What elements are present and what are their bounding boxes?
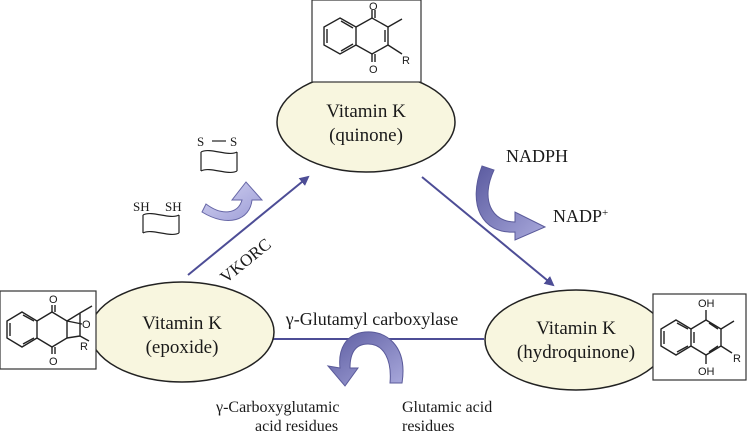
nadph-label: NADPH: [506, 146, 568, 166]
epoxide-label-line1: Vitamin K: [142, 313, 222, 334]
oval-hydroquinone: [484, 289, 668, 391]
s-left: S: [197, 134, 204, 149]
s-right: S: [230, 134, 237, 149]
quinone-o-bottom: O: [369, 64, 378, 76]
quinone-r: R: [402, 55, 410, 67]
disulfide-curved-arrow: [201, 181, 264, 221]
hydroquinone-r: R: [733, 353, 741, 365]
vkorc-label: VKORC: [216, 235, 274, 287]
product-residues-line2: acid residues: [255, 418, 338, 433]
reduction-arrow: [421, 176, 555, 287]
dithiol-group: SH SH: [133, 199, 182, 236]
epoxide-o-ring: O: [82, 319, 91, 331]
product-residues-line1: γ-Carboxyglutamic: [215, 399, 339, 416]
sh-right: SH: [165, 199, 182, 214]
oval-quinone: [276, 71, 456, 173]
epoxide-label-line2: (epoxide): [146, 337, 219, 358]
substrate-residues-line1: Glutamic acid: [402, 399, 492, 416]
vkorc-arrow: [187, 175, 310, 276]
quinone-label-line2: (quinone): [329, 125, 403, 146]
quinone-label-line1: Vitamin K: [326, 101, 406, 122]
substrate-residues-line2: residues: [402, 418, 454, 433]
hydroquinone-label-line1: Vitamin K: [536, 318, 616, 339]
hydroquinone-structure: OH OH R: [652, 293, 747, 381]
epoxide-o-bottom: O: [49, 356, 58, 368]
carboxylase-label: γ-Glutamyl carboxylase: [285, 309, 458, 329]
epoxide-r: R: [80, 341, 88, 353]
epoxide-structure: O O O R: [0, 290, 97, 370]
sh-left: SH: [133, 199, 150, 214]
disulfide-group: S S: [197, 134, 238, 174]
hydroquinone-oh-bottom: OH: [698, 366, 715, 378]
hydroquinone-oh-top: OH: [698, 298, 715, 310]
nadph-curved-arrow: [475, 165, 547, 241]
carboxylation-curved-arrow: [326, 331, 404, 387]
quinone-structure: O O R: [311, 0, 422, 83]
hydroquinone-label-line2: (hydroquinone): [517, 342, 635, 363]
nadp-label: NADP+: [553, 206, 608, 226]
quinone-o-top: O: [369, 1, 378, 13]
epoxide-o-top: O: [49, 294, 58, 306]
